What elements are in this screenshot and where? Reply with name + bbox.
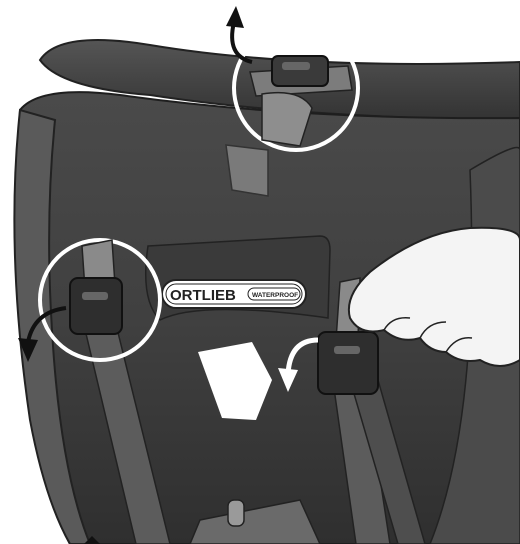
bottom-clip (228, 500, 244, 526)
brand-tag-text: WATERPROOF (252, 292, 298, 299)
upper-loop (226, 145, 268, 196)
brand-logo-text: ORTLIEB (170, 287, 236, 304)
brand-logo: ORTLIEB WATERPROOF (162, 280, 306, 308)
rotate-arrow-icon (226, 6, 252, 62)
